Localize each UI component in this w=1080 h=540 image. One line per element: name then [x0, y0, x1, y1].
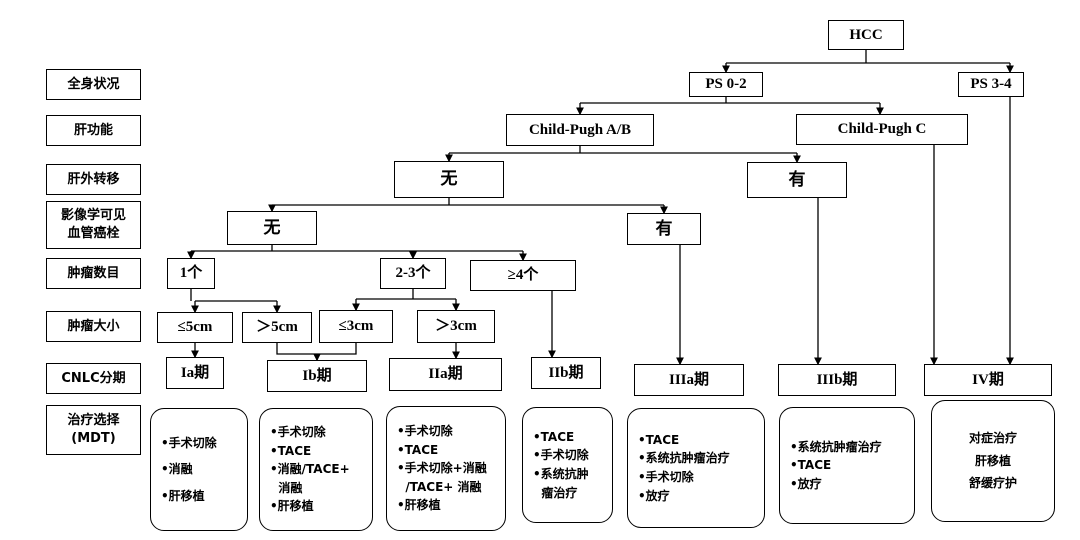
- stage-iiib: IIIb期: [778, 364, 896, 396]
- node-size-gt-5cm: ＞5cm: [242, 312, 312, 343]
- treatment-item: /TACE+ 消融: [397, 479, 482, 494]
- treatment-iib: •TACE •手术切除 •系统抗肿 瘤治疗: [522, 407, 613, 523]
- row-label-extrahepatic-metastasis: 肝外转移: [46, 164, 141, 195]
- treatment-item: •系统抗肿: [533, 467, 589, 481]
- treatment-item: •消融: [161, 462, 193, 477]
- treatment-item: •TACE: [638, 432, 680, 447]
- treatment-item: •TACE: [790, 458, 832, 473]
- stage-iv: IV期: [924, 364, 1052, 396]
- row-label-liver-function: 肝功能: [46, 115, 141, 146]
- treatment-item: •放疗: [790, 476, 822, 491]
- treatment-iiia: •TACE •系统抗肿瘤治疗 •手术切除 •放疗: [627, 408, 765, 528]
- treatment-item: •手术切除: [161, 435, 217, 450]
- treatment-item: •手术切除+消融: [397, 461, 487, 476]
- node-size-gt-3cm: ＞3cm: [417, 310, 495, 343]
- treatment-item: •手术切除: [270, 425, 326, 440]
- stage-iib: IIb期: [531, 357, 601, 389]
- row-label-general-status: 全身状况: [46, 69, 141, 100]
- node-metastasis-no: 无: [394, 161, 504, 198]
- treatment-item: •系统抗肿瘤治疗: [790, 439, 882, 454]
- node-child-pugh-c: Child-Pugh C: [796, 114, 968, 145]
- stage-ia: Ia期: [166, 357, 224, 389]
- treatment-ib: •手术切除 •TACE •消融/TACE+ 消融 •肝移植: [259, 408, 373, 531]
- treatment-item: 瘤治疗: [533, 485, 578, 500]
- node-ps-3-4: PS 3-4: [958, 72, 1024, 97]
- treatment-item: •肝移植: [397, 498, 441, 513]
- row-label-tumor-size: 肿瘤大小: [46, 311, 141, 342]
- row-label-vascular-invasion: 影像学可见 血管癌栓: [46, 201, 141, 249]
- row-label-tumor-count: 肿瘤数目: [46, 258, 141, 289]
- node-ps-0-2: PS 0-2: [689, 72, 763, 97]
- node-count-4-plus: ≥4个: [470, 260, 576, 291]
- treatment-item: •TACE: [397, 442, 439, 457]
- node-metastasis-yes: 有: [747, 162, 847, 198]
- treatment-item: •消融/TACE+: [270, 462, 350, 477]
- stage-iiia: IIIa期: [634, 364, 744, 396]
- treatment-item: •TACE: [533, 429, 575, 444]
- treatment-item: •放疗: [638, 488, 670, 503]
- treatment-item: 舒缓疗护: [968, 476, 1017, 491]
- row-label-cnlc-stage: CNLC分期: [46, 363, 141, 394]
- node-vascular-no: 无: [227, 211, 317, 245]
- treatment-item: •手术切除: [533, 448, 589, 463]
- treatment-item: 对症治疗: [968, 430, 1017, 445]
- treatment-item: •手术切除: [638, 470, 694, 484]
- row-label-treatment: 治疗选择 (MDT): [46, 405, 141, 455]
- treatment-item: 肝移植: [974, 453, 1011, 468]
- node-child-pugh-ab: Child-Pugh A/B: [506, 114, 654, 146]
- treatment-item: •系统抗肿瘤治疗: [638, 451, 730, 466]
- treatment-item: 消融: [270, 480, 303, 495]
- node-size-le-5cm: ≤5cm: [157, 312, 233, 343]
- treatment-item: •肝移植: [161, 488, 205, 503]
- treatment-iia: •手术切除 •TACE •手术切除+消融 /TACE+ 消融 •肝移植: [386, 406, 506, 531]
- node-hcc: HCC: [828, 20, 904, 50]
- treatment-item: •手术切除: [397, 424, 453, 439]
- node-count-2-3: 2-3个: [380, 258, 446, 289]
- stage-iia: IIa期: [389, 358, 502, 391]
- node-count-1: 1个: [167, 258, 215, 289]
- stage-ib: Ib期: [267, 360, 367, 392]
- node-size-le-3cm: ≤3cm: [319, 310, 393, 343]
- treatment-item: •肝移植: [270, 499, 314, 514]
- treatment-iv: 对症治疗 肝移植 舒缓疗护: [931, 400, 1055, 522]
- treatment-item: •TACE: [270, 443, 312, 458]
- node-vascular-yes: 有: [627, 213, 701, 245]
- treatment-ia: •手术切除 •消融 •肝移植: [150, 408, 248, 531]
- treatment-iiib: •系统抗肿瘤治疗 •TACE •放疗: [779, 407, 915, 524]
